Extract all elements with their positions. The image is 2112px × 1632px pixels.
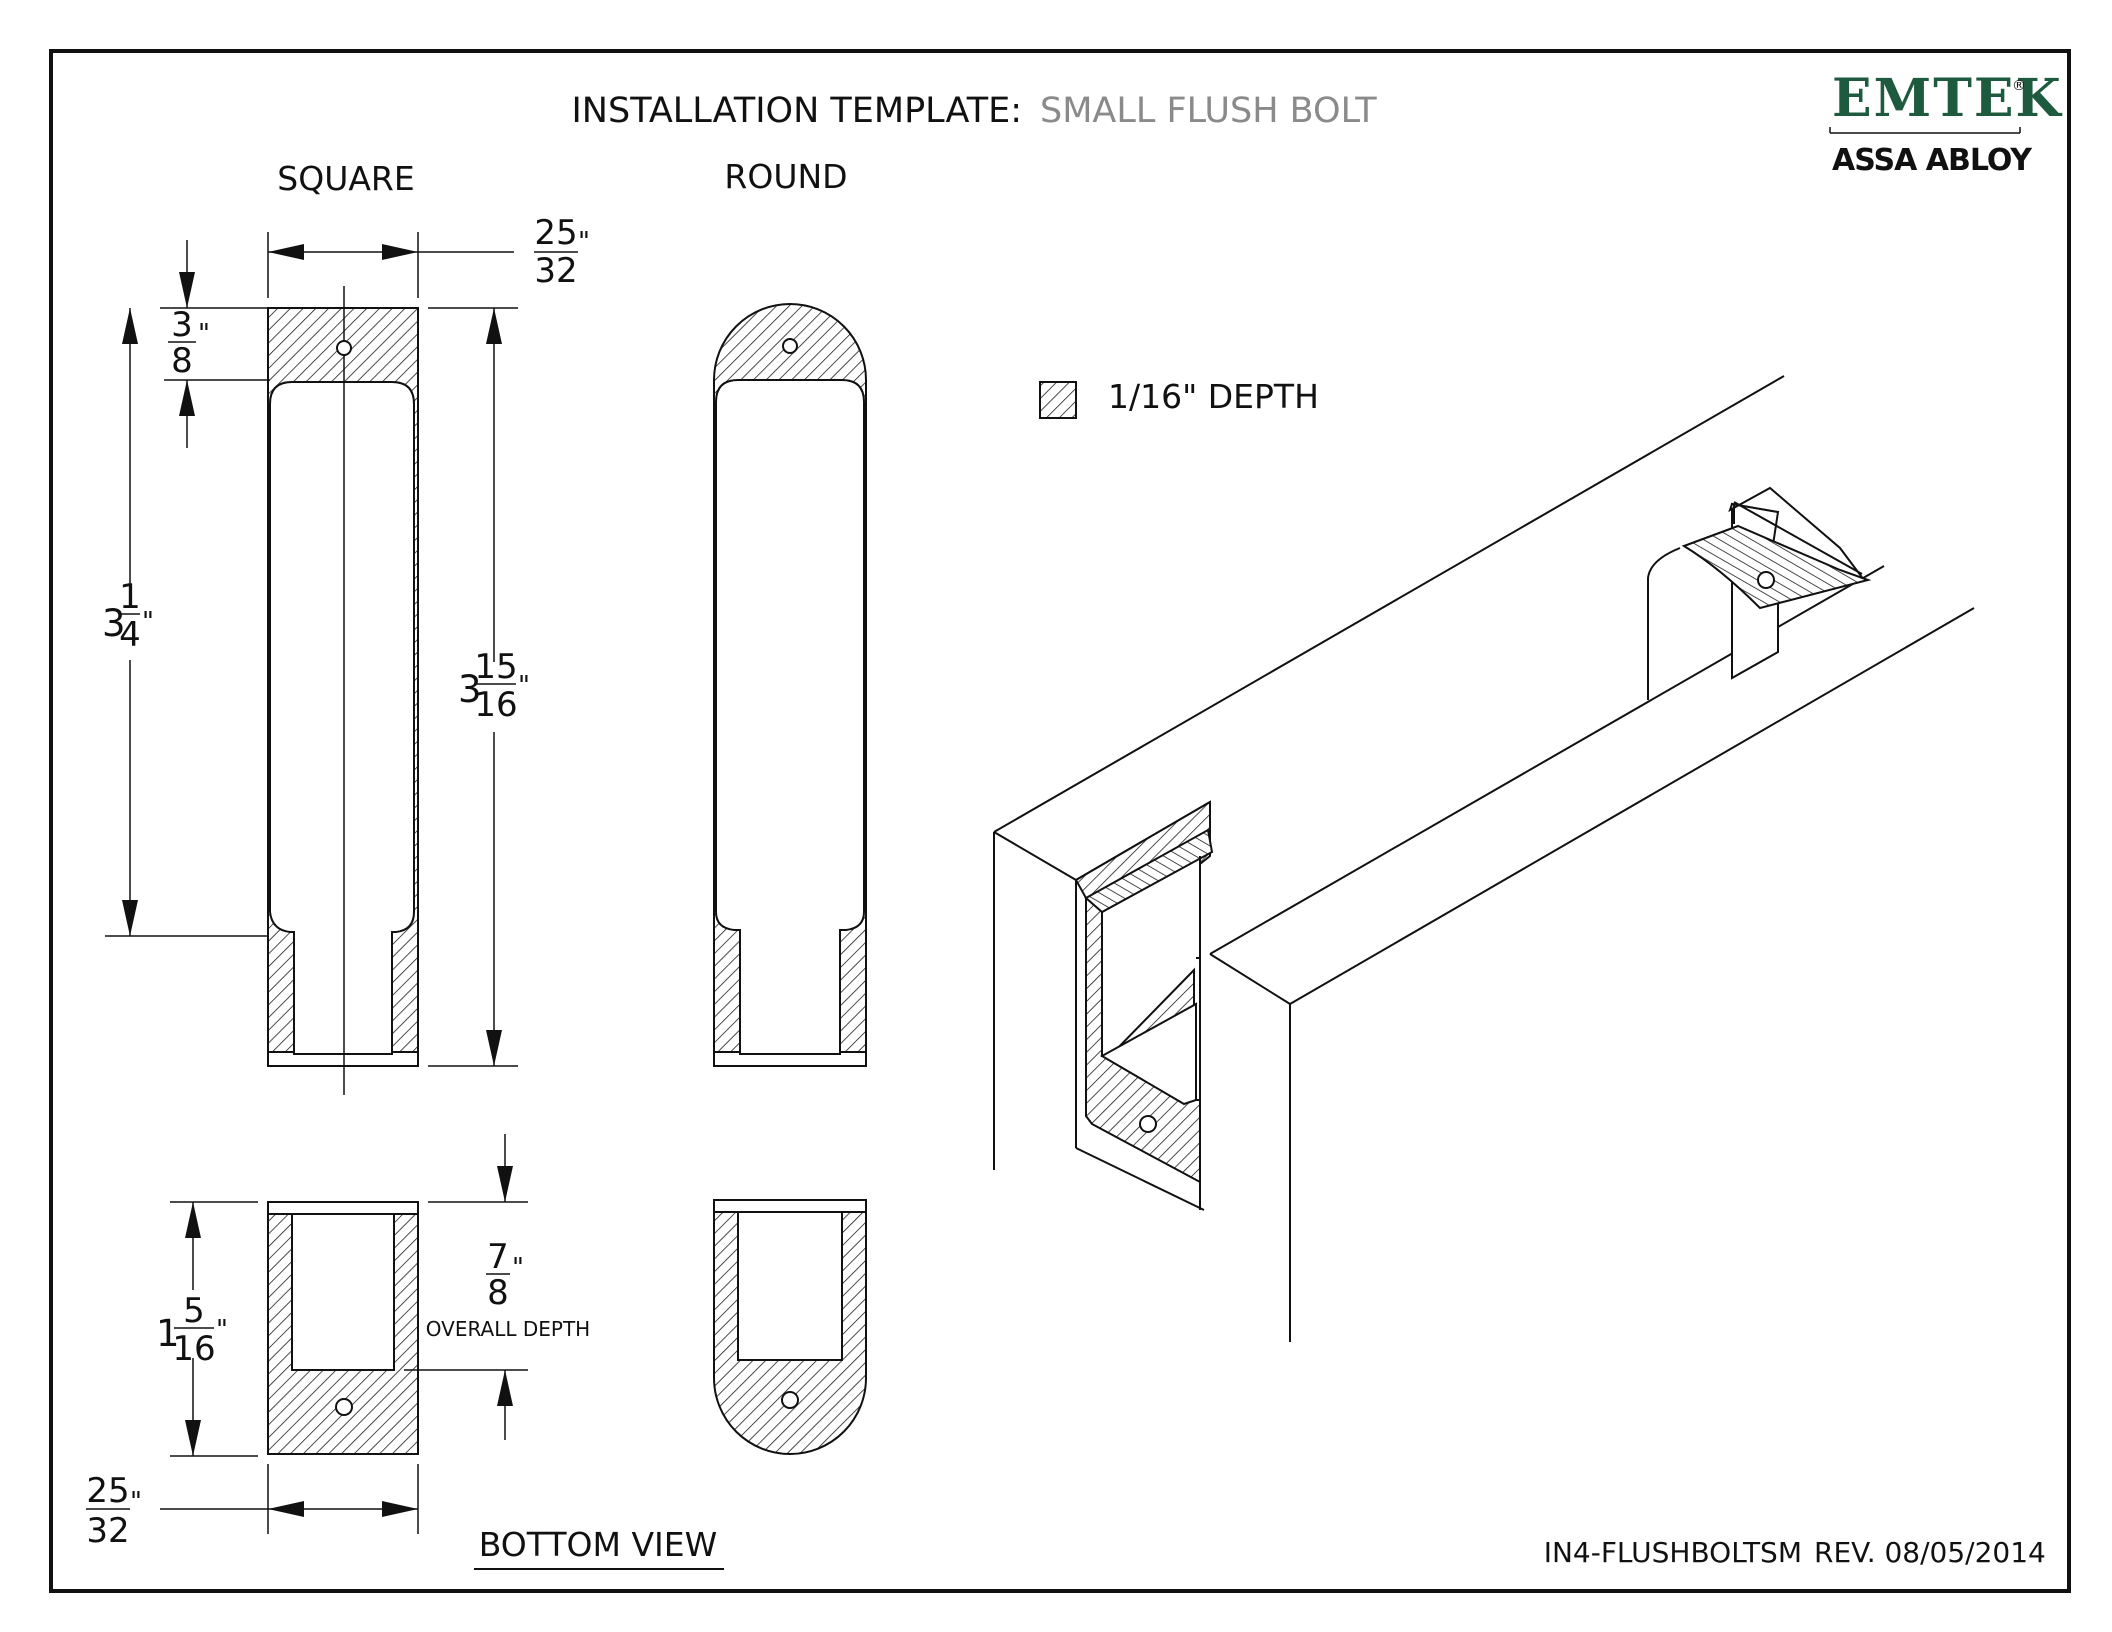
dim-width-top: 25 32 " xyxy=(267,213,590,298)
dim-length-overall-num: 15 xyxy=(474,647,517,687)
dim-top-depth-unit: " xyxy=(198,319,210,349)
dim-width-top-unit: " xyxy=(578,227,590,257)
revision: REV. 08/05/2014 xyxy=(1814,1536,2046,1569)
round-front-view xyxy=(713,303,867,1067)
depth-legend: 1/16" DEPTH xyxy=(1039,377,1319,419)
round-bottom-view xyxy=(713,1199,867,1455)
dim-length-inner-num: 1 xyxy=(119,577,141,617)
dim-top-depth-num: 3 xyxy=(171,305,193,345)
dim-bottom-height-unit: " xyxy=(216,1315,228,1345)
brand-logo: EMTEK ® ASSA ABLOY xyxy=(1829,68,2063,178)
dim-width-bottom-num: 25 xyxy=(86,1471,129,1511)
isometric-view xyxy=(993,375,1975,1342)
doc-id: IN4-FLUSHBOLTSM xyxy=(1544,1536,1802,1569)
dim-bottom-height-den: 16 xyxy=(172,1329,215,1369)
title-product: SMALL FLUSH BOLT xyxy=(1040,91,1377,131)
dim-length-overall-den: 16 xyxy=(474,685,517,725)
dim-bottom-height-whole: 1 xyxy=(156,1312,180,1355)
sheet-border xyxy=(49,49,2071,1593)
square-view-label: SQUARE xyxy=(277,159,414,198)
dim-top-depth-den: 8 xyxy=(171,341,193,381)
dim-overall-depth-caption: OVERALL DEPTH xyxy=(426,1317,590,1341)
dim-length-overall-whole: 3 xyxy=(458,668,482,711)
dim-width-top-num: 25 xyxy=(534,213,577,253)
brand-name: EMTEK xyxy=(1832,68,2063,129)
brand-parent: ASSA ABLOY xyxy=(1832,143,2033,178)
dim-length-inner: 3 1 4 " xyxy=(102,308,268,937)
dim-overall-depth-den: 8 xyxy=(487,1273,509,1313)
dim-length-inner-unit: " xyxy=(142,607,154,637)
dim-overall-depth-num: 7 xyxy=(487,1237,509,1277)
brand-registered: ® xyxy=(2012,78,2026,94)
dim-width-bottom: 25 32 " xyxy=(86,1464,419,1551)
dim-overall-depth-unit: " xyxy=(512,1253,524,1283)
title-label: INSTALLATION TEMPLATE: xyxy=(571,91,1022,131)
dim-width-bottom-unit: " xyxy=(130,1487,142,1517)
hatch-swatch xyxy=(1039,381,1077,419)
bottom-view-label: BOTTOM VIEW xyxy=(479,1525,718,1564)
dim-width-bottom-den: 32 xyxy=(86,1511,129,1551)
dim-width-top-den: 32 xyxy=(534,251,577,291)
round-view-label: ROUND xyxy=(724,157,847,196)
dim-length-overall: 3 15 16 " xyxy=(428,307,530,1067)
dim-bottom-height: 1 5 16 " xyxy=(156,1201,258,1457)
square-front-view xyxy=(267,286,419,1095)
depth-legend-text: 1/16" DEPTH xyxy=(1108,377,1319,416)
dim-top-depth: 3 8 " xyxy=(160,240,270,448)
dim-length-inner-den: 4 xyxy=(119,615,141,655)
dim-bottom-height-num: 5 xyxy=(183,1291,205,1331)
dim-overall-depth: 7 8 " OVERALL DEPTH xyxy=(404,1134,590,1440)
square-bottom-view xyxy=(267,1201,419,1455)
dim-length-inner-whole: 3 xyxy=(102,602,126,645)
dim-length-overall-unit: " xyxy=(518,671,530,701)
